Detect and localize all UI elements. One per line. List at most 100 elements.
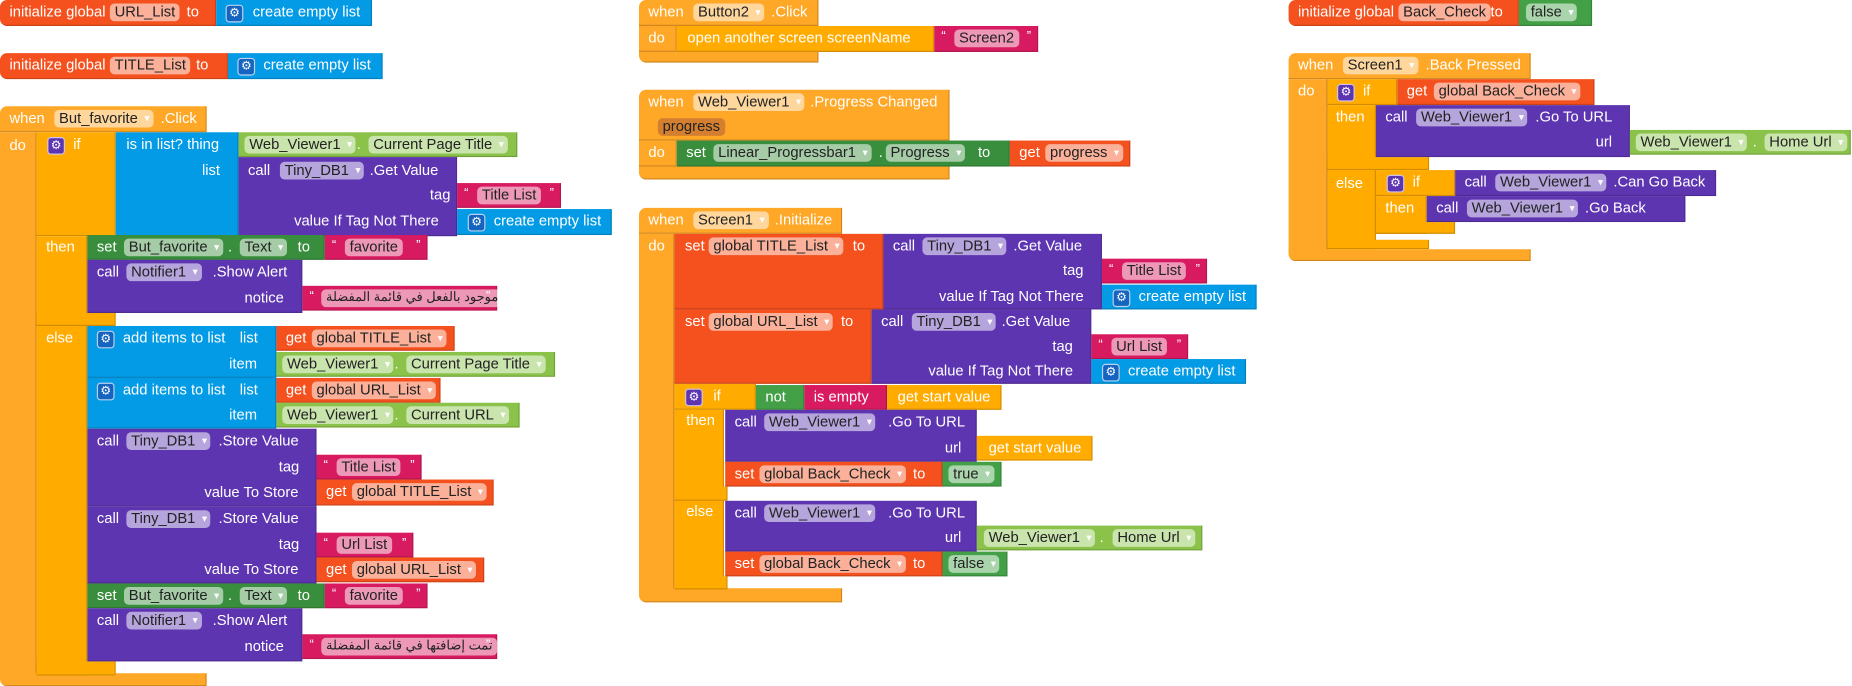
component-dropdown[interactable]: Button2 — [693, 3, 765, 22]
call-label: call — [96, 510, 120, 527]
get-start-value-block[interactable] — [976, 435, 1093, 461]
gear-icon[interactable] — [1337, 83, 1355, 102]
component-dropdown[interactable]: But_favorite — [124, 238, 223, 257]
gear-icon[interactable] — [96, 382, 115, 401]
component-dropdown[interactable]: Notifier1 — [126, 263, 202, 282]
gear-icon[interactable] — [96, 330, 115, 349]
gear-icon[interactable] — [467, 213, 486, 232]
text-value[interactable]: favorite — [344, 587, 403, 605]
variable-dropdown[interactable]: global URL_List — [311, 381, 437, 400]
variable-dropdown[interactable]: global Back_Check — [1433, 82, 1581, 101]
gear-icon[interactable] — [225, 4, 244, 23]
property-dropdown[interactable]: Current URL — [406, 406, 510, 425]
component-dropdown[interactable]: Screen1 — [1342, 56, 1418, 75]
component-dropdown[interactable]: Tiny_DB1 — [126, 432, 211, 450]
component-dropdown[interactable]: Tiny_DB1 — [911, 312, 997, 331]
component-dropdown[interactable]: Notifier1 — [126, 611, 202, 630]
get-start-value-block[interactable] — [887, 385, 1002, 410]
variable-dropdown[interactable]: global TITLE_List — [311, 329, 447, 348]
not-block[interactable] — [755, 385, 805, 410]
text-value[interactable]: Screen2 — [954, 29, 1019, 48]
create-empty-list-label: create empty list — [1138, 288, 1247, 305]
component-dropdown[interactable]: Screen1 — [693, 211, 769, 230]
variable-name-field[interactable]: Back_Check — [1398, 3, 1491, 22]
call-label: call — [881, 312, 904, 330]
text-value[interactable]: موجود بالفعل في قائمة المفضلة — [321, 289, 504, 308]
open-another-screen-block[interactable] — [676, 25, 935, 52]
component-dropdown[interactable]: Tiny_DB1 — [126, 510, 211, 528]
add-items-label: add items to list — [122, 329, 226, 347]
when-label: when — [9, 109, 45, 127]
property-dropdown[interactable]: Text — [239, 587, 287, 605]
is-empty-block[interactable] — [804, 385, 888, 410]
component-dropdown[interactable]: Web_Viewer1 — [983, 529, 1096, 547]
method-label: .Show Alert — [212, 263, 288, 280]
component-dropdown[interactable]: Web_Viewer1 — [764, 413, 876, 432]
gear-icon[interactable] — [685, 388, 703, 407]
variable-dropdown[interactable]: global TITLE_List — [708, 237, 844, 256]
variable-dropdown[interactable]: global URL_List — [708, 312, 833, 331]
if-label: if — [713, 387, 721, 404]
add-items-to-list-block[interactable] — [87, 325, 277, 378]
component-dropdown[interactable]: Web_Viewer1 — [1495, 173, 1607, 192]
component-dropdown[interactable]: Web_Viewer1 — [282, 406, 394, 425]
component-dropdown[interactable]: But_favorite — [54, 109, 154, 128]
boolean-dropdown[interactable]: true — [948, 465, 994, 484]
is-in-list-block[interactable] — [115, 132, 239, 237]
variable-name-field[interactable]: TITLE_List — [109, 56, 191, 75]
event-parameter[interactable]: progress — [657, 118, 725, 136]
call-label: call — [96, 432, 120, 449]
text-value[interactable]: تمت إضافتها في قائمة المفضلة — [321, 637, 498, 656]
component-dropdown[interactable]: Web_Viewer1 — [1635, 133, 1748, 152]
variable-dropdown[interactable]: global Back_Check — [759, 555, 906, 573]
variable-dropdown[interactable]: global URL_List — [351, 561, 477, 579]
init-global-url-list-block[interactable] — [0, 0, 217, 26]
component-dropdown[interactable]: But_favorite — [124, 587, 223, 605]
property-dropdown[interactable]: Home Url — [1112, 529, 1196, 547]
dot-label: . — [394, 355, 399, 373]
gear-icon[interactable] — [1386, 174, 1405, 193]
property-dropdown[interactable]: Text — [239, 238, 287, 257]
variable-dropdown[interactable]: global Back_Check — [759, 465, 906, 484]
component-dropdown[interactable]: Web_Viewer1 — [1466, 199, 1579, 218]
component-dropdown[interactable]: Tiny_DB1 — [279, 161, 365, 180]
property-dropdown[interactable]: Current Page Title — [368, 135, 508, 154]
text-value[interactable]: Title List — [1122, 262, 1186, 280]
component-dropdown[interactable]: Web_Viewer1 — [693, 93, 805, 112]
property-dropdown[interactable]: Home Url — [1764, 133, 1848, 152]
gear-icon[interactable] — [237, 57, 256, 76]
boolean-dropdown[interactable]: false — [948, 555, 1000, 573]
variable-dropdown[interactable]: progress — [1045, 144, 1123, 162]
text-value[interactable]: Title List — [336, 458, 401, 476]
add-items-to-list-block[interactable] — [87, 377, 277, 429]
if-block-footer — [36, 661, 116, 676]
component-dropdown[interactable]: Web_Viewer1 — [282, 355, 394, 374]
component-dropdown[interactable]: Web_Viewer1 — [764, 504, 876, 523]
property-dropdown[interactable]: Progress — [885, 144, 965, 162]
component-dropdown[interactable]: Linear_Progressbar1 — [713, 144, 872, 162]
text-value[interactable]: Url List — [336, 536, 393, 554]
text-value[interactable]: Url List — [1111, 337, 1167, 356]
nested-if-footer — [1375, 222, 1456, 234]
text-value[interactable]: Title List — [477, 186, 542, 205]
gear-icon[interactable] — [47, 137, 65, 155]
component-dropdown[interactable]: Web_Viewer1 — [244, 135, 356, 154]
tag-label: tag — [1052, 337, 1073, 355]
variable-name-field[interactable]: URL_List — [109, 3, 181, 22]
item-label: item — [229, 355, 258, 373]
component-dropdown[interactable]: Web_Viewer1 — [1416, 108, 1528, 127]
property-dropdown[interactable]: Current Page Title — [406, 355, 546, 374]
text-value[interactable]: favorite — [344, 238, 403, 257]
list-label: list — [239, 381, 258, 399]
variable-dropdown[interactable]: global TITLE_List — [351, 483, 487, 501]
tag-label: tag — [429, 186, 451, 204]
gear-icon[interactable] — [1112, 289, 1131, 308]
event-body — [638, 25, 677, 52]
boolean-dropdown[interactable]: false — [1525, 3, 1578, 22]
else-label: else — [686, 503, 714, 520]
set-label: set — [96, 587, 117, 604]
list-label: list — [239, 329, 258, 347]
gear-icon[interactable] — [1101, 363, 1120, 382]
component-dropdown[interactable]: Tiny_DB1 — [922, 237, 1007, 256]
